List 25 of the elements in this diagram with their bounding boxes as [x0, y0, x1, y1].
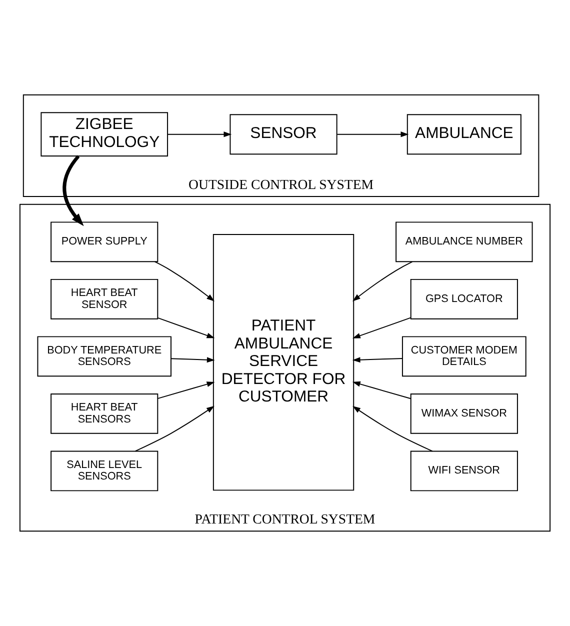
node-box: AMBULANCE — [406, 114, 522, 155]
node-box: AMBULANCE NUMBER — [396, 222, 533, 262]
arrow — [158, 382, 215, 399]
node-box: HEART BEAT SENSOR — [50, 278, 158, 320]
arrow — [352, 381, 412, 400]
node-box: ZIGBEE TECHNOLOGY — [40, 112, 168, 157]
arrow — [170, 357, 215, 363]
arrow — [352, 317, 412, 338]
node-box: WIMAX SENSOR — [410, 393, 518, 434]
arrow — [62, 155, 84, 226]
arrow — [167, 132, 232, 138]
node-box: CUSTOMER MODEM DETAILS — [402, 336, 526, 377]
arrow — [154, 261, 215, 302]
node-box: SENSOR — [230, 114, 338, 155]
node-box: BODY TEMPERATURE SENSORS — [37, 336, 172, 377]
node-box: SALINE LEVEL SENSORS — [50, 450, 158, 492]
arrow — [336, 132, 409, 138]
node-box: GPS LOCATOR — [410, 278, 518, 320]
node-box: POWER SUPPLY — [50, 222, 158, 262]
node-box: PATIENT AMBULANCE SERVICE DETECTOR FOR CUSTOMER — [212, 234, 354, 491]
node-box: WIFI SENSOR — [410, 450, 518, 492]
arrow — [158, 317, 215, 338]
node-box: HEART BEAT SENSORS — [50, 393, 158, 434]
arrow — [352, 357, 403, 363]
arrow — [352, 261, 413, 302]
